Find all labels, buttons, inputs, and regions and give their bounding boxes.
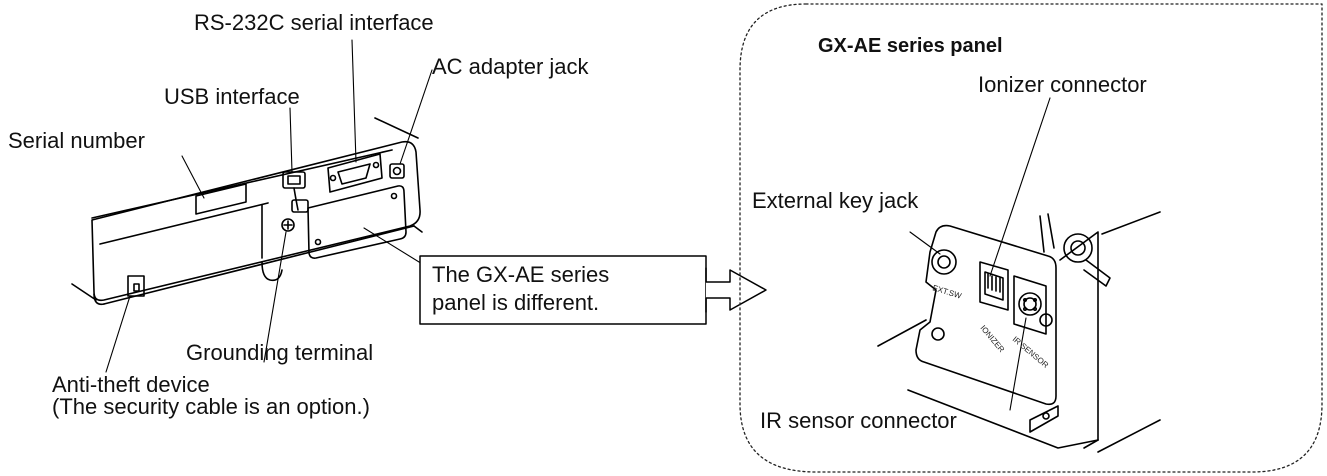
foot [261,261,283,282]
label-anti-theft: Anti-theft device [52,372,210,397]
leader-lines-right [909,97,1051,411]
panel-text-ionizer: IONIZER [978,324,1006,355]
label-serial-number: Serial number [8,128,145,153]
gx-ae-panel-drawing [877,211,1161,453]
balance-rear-body [71,117,423,306]
panel-text-ext-sw: EXT.SW [931,283,963,300]
label-rs232c: RS-232C serial interface [194,10,434,35]
gx-ae-panel-title: GX-AE series panel [818,35,1003,57]
label-anti-theft-note: (The security cable is an option.) [52,394,370,419]
label-ac-adapter: AC adapter jack [432,54,589,79]
ac-adapter-jack-icon [389,163,405,179]
label-external-key-jack: External key jack [752,188,919,213]
serial-number-plate [195,183,247,215]
label-ionizer-connector: Ionizer connector [978,72,1147,97]
panel-text-ir-sensor: IR SENSOR [1011,335,1051,370]
callout-text-line2: panel is different. [432,290,600,315]
anti-theft-device-icon [127,275,145,297]
label-ir-sensor-connector: IR sensor connector [760,408,957,433]
callout-box [419,255,707,325]
block-arrow [705,267,767,313]
rs232c-connector-icon [327,153,383,193]
usb-cable [293,187,299,211]
grounding-terminal-icon [281,218,295,232]
option-panel-cover [307,185,407,259]
usb-plug-icon [291,199,309,213]
label-grounding: Grounding terminal [186,340,374,365]
gx-ae-region-outline [739,3,1323,473]
callout-text-line1: The GX-AE series [432,262,610,287]
label-usb: USB interface [164,84,300,109]
leader-lines-left [105,39,433,373]
